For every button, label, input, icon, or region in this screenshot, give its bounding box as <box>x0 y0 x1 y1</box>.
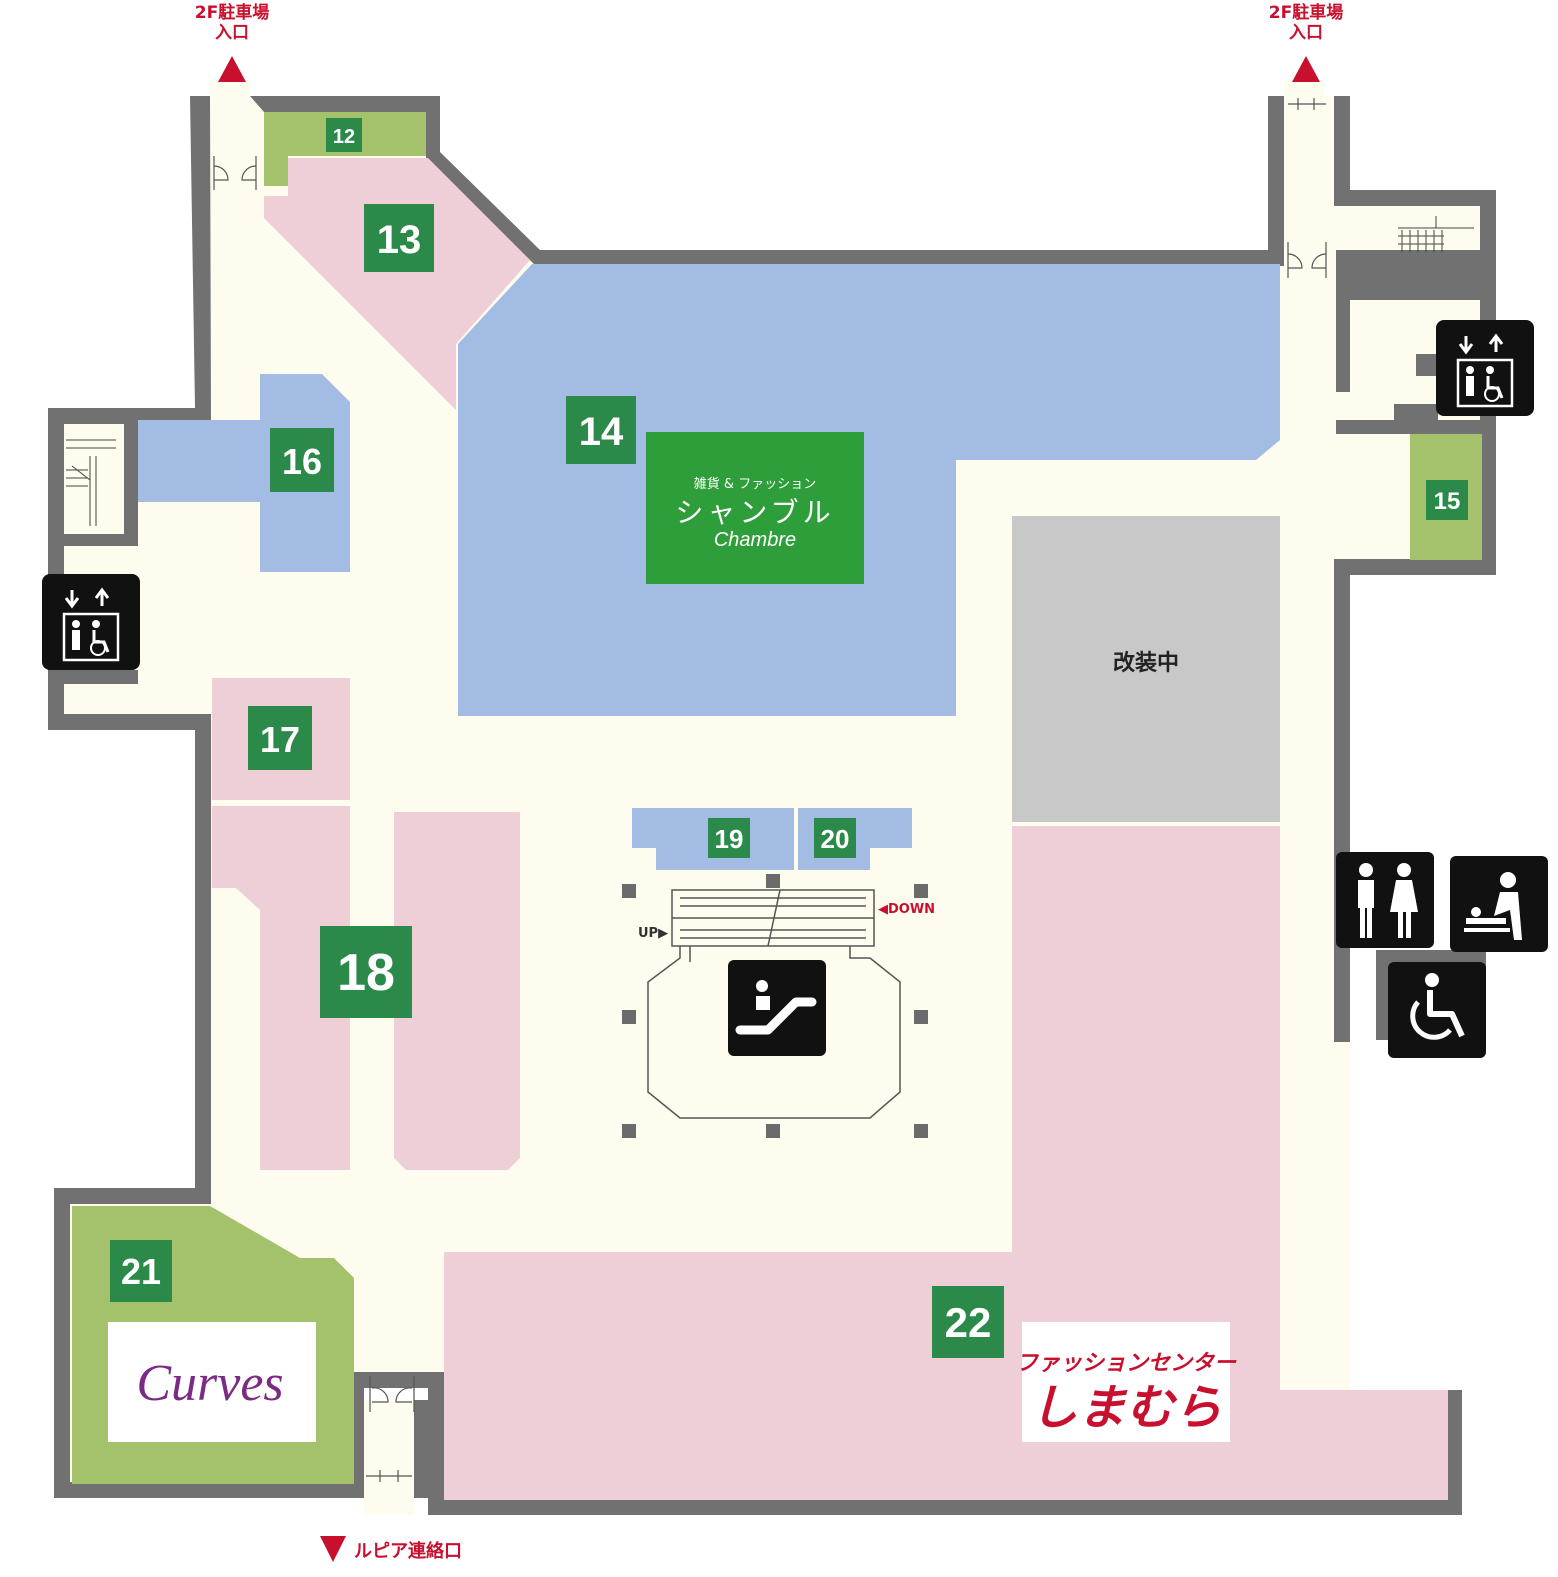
baby-changing-icon <box>1450 856 1548 952</box>
shop-20-number: 20 <box>821 824 850 854</box>
wall-segment <box>1376 980 1390 1040</box>
shop-13-number: 13 <box>377 218 422 262</box>
entrance-top-left-line1: 2F駐車場 <box>195 2 269 23</box>
elevator-icon <box>42 574 140 670</box>
up-arrow-icon <box>218 56 246 82</box>
chambre-sign[interactable]: 雑貨 & ファッション シャンブル Chambre <box>646 432 864 584</box>
wall-segment <box>1336 250 1496 300</box>
chambre-name-en: Chambre <box>714 529 796 551</box>
shop-14-number: 14 <box>579 410 624 454</box>
pillar <box>914 1010 928 1024</box>
shop-13-area[interactable] <box>264 158 530 410</box>
wall-segment <box>1336 300 1350 392</box>
doors <box>213 98 1327 1482</box>
curves-name: Curves <box>136 1355 283 1412</box>
restroom-icon <box>1336 852 1434 948</box>
shimamura-logo[interactable]: ファッションセンター しまむら <box>1016 1322 1237 1442</box>
shop-16-number: 16 <box>282 441 322 482</box>
shop-16-area[interactable] <box>138 374 350 572</box>
door-icon[interactable] <box>213 156 257 190</box>
entrance-top-left-line2: 入口 <box>215 23 249 43</box>
entrance-lupia-label: ルピア連絡口 <box>354 1540 462 1562</box>
down-arrow-icon <box>320 1536 346 1562</box>
door-icon[interactable] <box>1287 242 1327 278</box>
shop-19-number: 19 <box>715 824 744 854</box>
shop-14-area[interactable] <box>458 264 1280 716</box>
door-icon[interactable] <box>366 1376 415 1482</box>
accessible-restroom-icon <box>1388 962 1486 1058</box>
pillar <box>622 884 636 898</box>
pillar <box>914 1124 928 1138</box>
stairs-icon <box>1398 216 1474 252</box>
chambre-subtitle: 雑貨 & ファッション <box>694 476 816 492</box>
shimamura-tagline: ファッションセンター <box>1016 1351 1237 1376</box>
escalator-area: UP▶ ◀DOWN <box>622 874 935 1138</box>
shop-18-number: 18 <box>337 944 395 1002</box>
wall-segment <box>64 534 138 546</box>
entrance-top-right-line1: 2F駐車場 <box>1269 2 1343 23</box>
wall-segment <box>124 420 138 536</box>
up-arrow-icon <box>1292 56 1320 82</box>
shop-12-number: 12 <box>333 126 355 148</box>
shop-17-number: 17 <box>260 719 300 760</box>
shop-21-number: 21 <box>121 1251 161 1292</box>
curves-logo[interactable]: Curves <box>108 1322 316 1442</box>
escalator-up-label: UP▶ <box>638 926 668 941</box>
renovation-area <box>1012 516 1280 822</box>
shop-18-area[interactable] <box>212 806 350 1170</box>
pillar <box>766 1124 780 1138</box>
chambre-name-jp: シャンブル <box>675 496 834 529</box>
elevator-icon <box>1436 320 1534 416</box>
entrance-top-right[interactable]: 2F駐車場 入口 <box>1269 2 1343 82</box>
shop-18-area-right[interactable] <box>394 812 520 1170</box>
wall-segment <box>1336 420 1480 434</box>
wall-segment <box>414 1400 428 1498</box>
shop-22-number: 22 <box>945 1299 992 1346</box>
wall-segment <box>64 670 138 684</box>
number-tags: 12 13 14 15 16 17 18 19 20 21 22 <box>110 118 1468 1358</box>
escalator-icon <box>728 960 826 1056</box>
shimamura-name: しまむら <box>1030 1380 1222 1436</box>
escalator-down-label: ◀DOWN <box>878 902 935 917</box>
renovation-label: 改装中 <box>1113 650 1179 676</box>
stairs-icon <box>66 439 116 526</box>
pillar <box>766 874 780 888</box>
pillar <box>914 884 928 898</box>
shop-15-number: 15 <box>1434 488 1461 515</box>
entrance-top-right-line2: 入口 <box>1289 23 1323 43</box>
pillar <box>622 1124 636 1138</box>
pillar <box>622 1010 636 1024</box>
entrance-lupia[interactable]: ルピア連絡口 <box>320 1536 462 1562</box>
entrance-top-left[interactable]: 2F駐車場 入口 <box>195 2 269 82</box>
